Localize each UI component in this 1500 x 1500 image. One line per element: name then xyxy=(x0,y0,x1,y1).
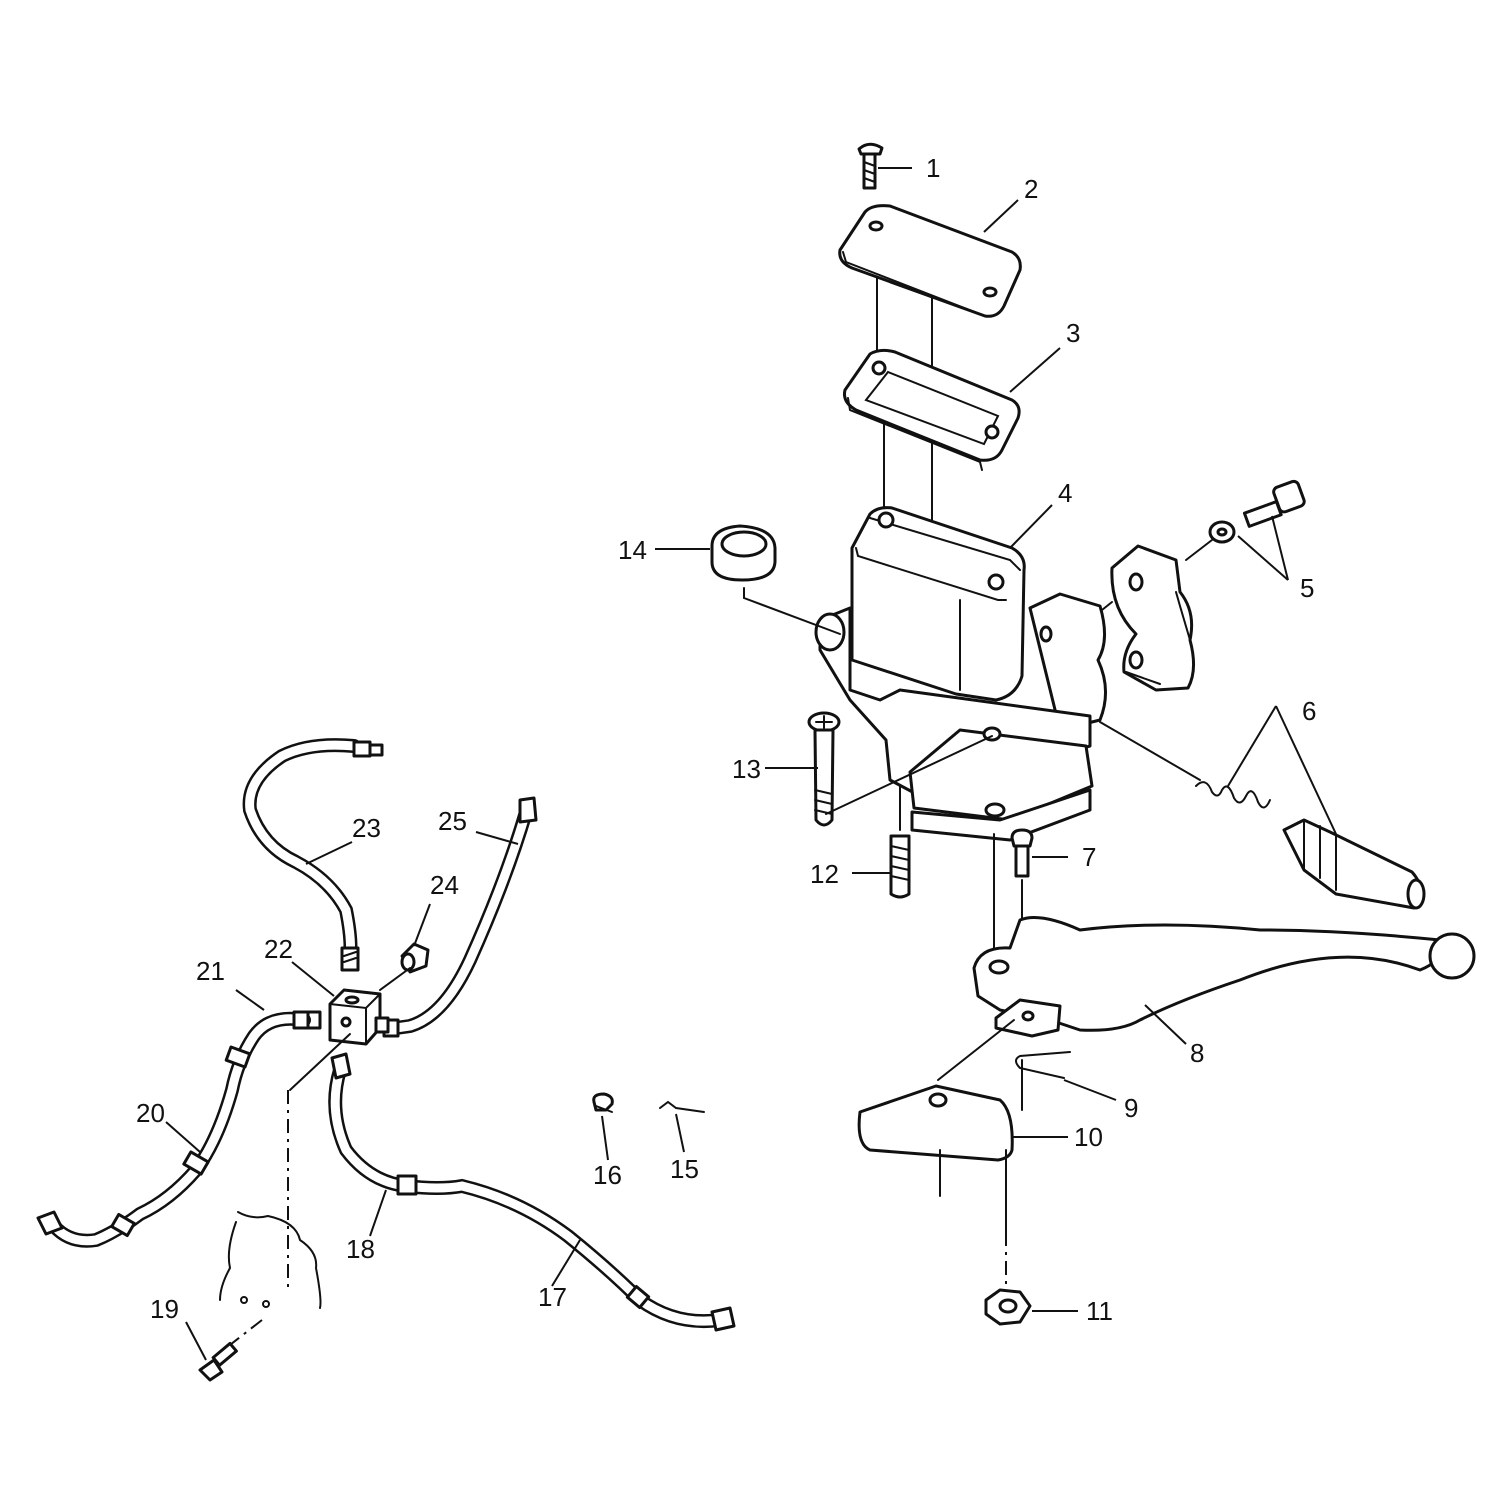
callout-9: 9 xyxy=(1124,1093,1138,1123)
part-3-diaphragm xyxy=(843,348,1021,471)
part-25-brake-line xyxy=(382,796,538,1038)
callout-labels: 1 2 3 4 5 6 7 8 9 10 11 12 13 14 15 16 1… xyxy=(136,153,1316,1326)
callout-7: 7 xyxy=(1082,842,1096,872)
part-14-boot xyxy=(710,524,777,582)
callout-4: 4 xyxy=(1058,478,1072,508)
callout-3: 3 xyxy=(1066,318,1080,348)
callout-14: 14 xyxy=(618,535,647,565)
part-16-hose-clamp xyxy=(592,1092,614,1113)
part-5-clamp-bolt xyxy=(1110,479,1306,692)
part-11-pivot-nut xyxy=(984,1288,1032,1326)
callout-11: 11 xyxy=(1086,1296,1113,1326)
callout-24: 24 xyxy=(430,870,459,900)
part-19-mounting-screw xyxy=(198,1341,238,1382)
part-23-brake-hose xyxy=(242,738,384,972)
part-17-18-brake-hose xyxy=(328,1052,736,1332)
callout-15: 15 xyxy=(670,1154,699,1184)
part-8-brake-lever xyxy=(972,916,1476,1038)
part-4-master-cylinder-body xyxy=(814,506,1107,842)
callout-13: 13 xyxy=(732,754,761,784)
callout-17: 17 xyxy=(538,1282,567,1312)
part-9-lever-spring xyxy=(1015,1051,1071,1079)
part-6-spring-piston xyxy=(1195,781,1426,910)
frame-outline xyxy=(219,1211,322,1309)
part-2-reservoir-cover xyxy=(838,204,1022,318)
callout-1: 1 xyxy=(926,153,940,183)
part-24-banjo-fitting xyxy=(400,942,430,974)
callout-12: 12 xyxy=(810,859,839,889)
callout-21: 21 xyxy=(196,956,225,986)
callout-23: 23 xyxy=(352,813,381,843)
part-12-set-screw xyxy=(889,834,911,899)
callout-2: 2 xyxy=(1024,174,1038,204)
part-15-clip xyxy=(659,1100,705,1113)
part-1-cover-screw xyxy=(857,142,884,190)
callout-18: 18 xyxy=(346,1234,375,1264)
part-7-lever-pivot-bolt xyxy=(1010,828,1034,878)
callout-19: 19 xyxy=(150,1294,179,1324)
callout-5: 5 xyxy=(1300,573,1314,603)
callout-22: 22 xyxy=(264,934,293,964)
callout-20: 20 xyxy=(136,1098,165,1128)
part-13-pivot-bolt xyxy=(807,711,841,827)
callout-16: 16 xyxy=(593,1160,622,1190)
callout-8: 8 xyxy=(1190,1038,1204,1068)
part-22-junction-block xyxy=(304,988,390,1046)
callout-6: 6 xyxy=(1302,696,1316,726)
part-20-21-brake-hose xyxy=(36,1010,311,1248)
callout-25: 25 xyxy=(438,806,467,836)
callout-10: 10 xyxy=(1074,1122,1103,1152)
leader-lines xyxy=(165,167,1337,1361)
part-10-lever-adjuster xyxy=(857,1084,1014,1162)
